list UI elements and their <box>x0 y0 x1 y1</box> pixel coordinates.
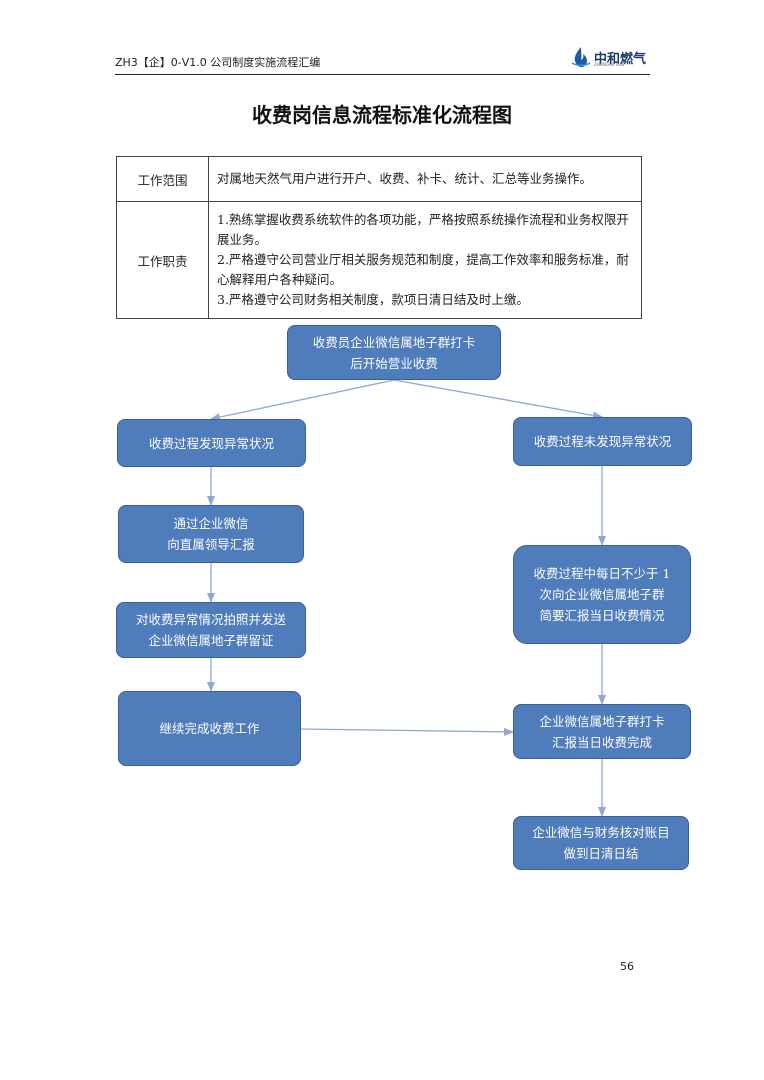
flow-node-continue-charging: 继续完成收费工作 <box>118 691 301 766</box>
flow-start-node: 收费员企业微信属地子群打卡 后开始营业收费 <box>287 325 501 380</box>
flow-node-text: 对收费异常情况拍照并发送 <box>135 612 286 627</box>
logo-text: 中和燃气 <box>594 52 647 67</box>
flow-node-text: 后开始营业收费 <box>350 355 438 371</box>
flow-node-reconcile-accounts: 企业微信与财务核对账目 做到日清日结 <box>513 816 689 870</box>
flow-node-text: 企业微信与财务核对账目 <box>532 825 670 840</box>
document-code: ZH3【企】0-V1.0 公司制度实施流程汇编 <box>115 56 321 69</box>
flow-node-text: 企业微信属地子群打卡 <box>539 713 665 729</box>
job-info-table: 工作范围 对属地天然气用户进行开户、收费、补卡、统计、汇总等业务操作。 工作职责… <box>116 156 642 319</box>
flow-node-text: 通过企业微信 <box>173 516 249 531</box>
page-header: ZH3【企】0-V1.0 公司制度实施流程汇编 中和燃气 ZHONGHE GAS <box>115 47 650 74</box>
flow-node-text: 汇报当日收费完成 <box>551 734 652 750</box>
table-row-duties: 工作职责 1.熟练掌握收费系统软件的各项功能，严格按照系统操作流程和业务权限开展… <box>116 201 642 319</box>
flow-node-text: 收费员企业微信属地子群打卡 <box>312 334 476 350</box>
flow-node-text: 继续完成收费工作 <box>159 721 260 736</box>
flame-icon <box>571 47 591 67</box>
duty-item: 2.严格遵守公司营业厅相关服务规范和制度，提高工作效率和服务标准，耐心解释用户各… <box>217 252 629 287</box>
arrow-left4-to-right3 <box>300 727 514 736</box>
page-number: 56 <box>620 960 634 973</box>
flow-node-text: 企业微信属地子群留证 <box>148 633 274 648</box>
flow-node-checkin-complete: 企业微信属地子群打卡 汇报当日收费完成 <box>513 704 691 759</box>
flow-node-text: 向直属领导汇报 <box>167 537 255 552</box>
flow-node-report-leader: 通过企业微信 向直属领导汇报 <box>118 505 304 563</box>
flow-node-text: 收费过程发现异常状况 <box>148 435 274 451</box>
page-title: 收费岗信息流程标准化流程图 <box>252 103 512 127</box>
header-divider <box>115 74 650 75</box>
flow-node-text: 简要汇报当日收费情况 <box>539 608 665 623</box>
scope-value: 对属地天然气用户进行开户、收费、补卡、统计、汇总等业务操作。 <box>208 156 642 202</box>
logo-subtext: ZHONGHE GAS <box>594 62 625 67</box>
duty-item: 3.严格遵守公司财务相关制度，款项日清日结及时上缴。 <box>217 292 529 307</box>
arrow-start-to-right <box>393 379 603 420</box>
flow-node-text: 收费过程中每日不少于 1 <box>533 566 671 581</box>
duty-item: 1.熟练掌握收费系统软件的各项功能，严格按照系统操作流程和业务权限开展业务。 <box>217 212 629 247</box>
flow-node-photo-evidence: 对收费异常情况拍照并发送 企业微信属地子群留证 <box>116 602 306 658</box>
flow-node-text: 做到日清日结 <box>563 846 639 861</box>
flow-node-text: 收费过程未发现异常状况 <box>533 434 672 449</box>
arrow-start-to-left <box>210 379 395 422</box>
flow-node-text: 次向企业微信属地子群 <box>539 587 665 602</box>
flow-node-no-abnormal: 收费过程未发现异常状况 <box>513 417 692 466</box>
table-row-scope: 工作范围 对属地天然气用户进行开户、收费、补卡、统计、汇总等业务操作。 <box>116 156 642 202</box>
duty-list: 1.熟练掌握收费系统软件的各项功能，严格按照系统操作流程和业务权限开展业务。 2… <box>208 201 642 319</box>
company-logo: 中和燃气 ZHONGHE GAS <box>570 46 650 70</box>
flow-node-abnormal-found: 收费过程发现异常状况 <box>117 419 306 467</box>
flow-node-daily-report: 收费过程中每日不少于 1 次向企业微信属地子群 简要汇报当日收费情况 <box>513 545 691 644</box>
